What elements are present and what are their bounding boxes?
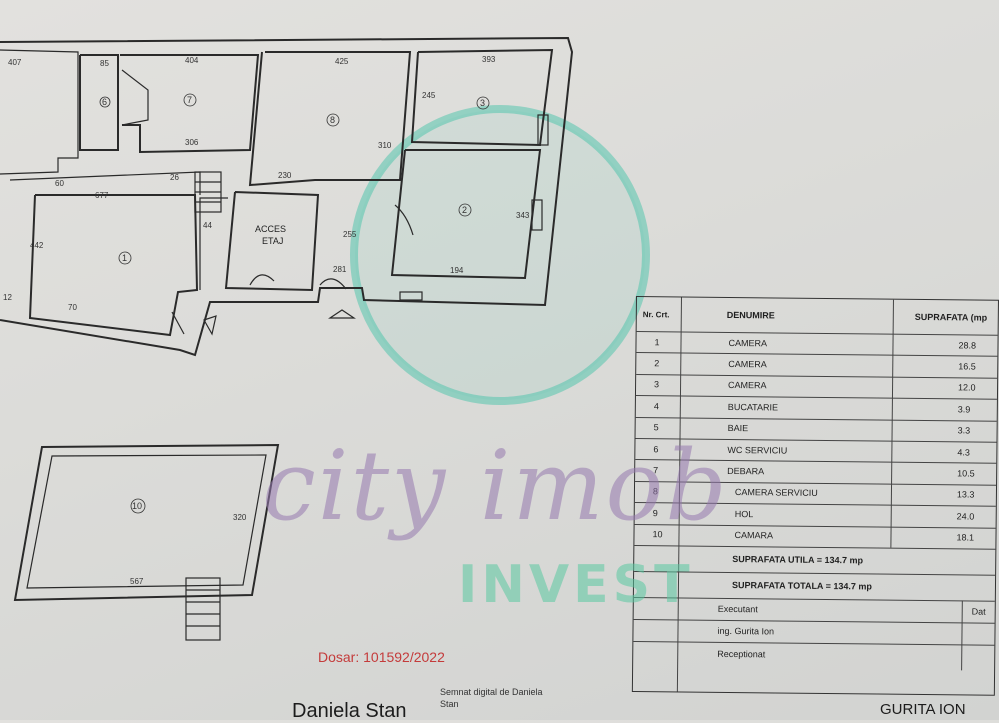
room-7-label: 7 (187, 95, 192, 105)
dim-393: 393 (482, 55, 496, 64)
dim-230: 230 (278, 171, 292, 180)
plan-walls (0, 36, 574, 641)
dim-12: 12 (3, 293, 12, 302)
dim-677: 677 (95, 191, 109, 200)
dim-306: 306 (185, 138, 199, 147)
watermark-circle (350, 105, 650, 405)
row-area: 3.9 (957, 404, 971, 415)
room-6-label: 6 (102, 97, 107, 107)
row-denumire: DEBARA (727, 466, 765, 477)
executant-label: Executant (717, 603, 758, 615)
dim-281: 281 (333, 265, 347, 274)
receptionat-row: Receptionat (633, 641, 994, 669)
data-col-label: Dat (971, 606, 986, 617)
room-10-label: 10 (132, 501, 142, 511)
row-area: 13.3 (956, 489, 975, 501)
signature-right-name: GURITA ION (880, 701, 966, 718)
row-area: 3.3 (957, 425, 971, 436)
row-denumire: CAMERA (728, 380, 767, 391)
row-denumire: CAMERA SERVICIU (734, 487, 818, 499)
signature-note: Semnat digital de Daniela Stan (440, 686, 580, 710)
dim-407: 407 (8, 58, 22, 67)
suprafata-totala: SUPRAFATA TOTALA = 134.7 mp (731, 580, 872, 592)
dim-404: 404 (185, 56, 199, 65)
row-denumire: CAMERA (728, 359, 767, 370)
dosar-number: Dosar: 101592/2022 (318, 649, 445, 665)
row-area: 16.5 (958, 361, 976, 372)
receptionat-label: Receptionat (717, 648, 766, 660)
signature-name: Daniela Stan (292, 700, 407, 722)
row-nr: 3 (654, 379, 660, 390)
row-denumire: BAIE (727, 423, 749, 434)
dim-255: 255 (343, 230, 357, 239)
signature-note-line2: Stan (440, 699, 459, 709)
dim-567: 567 (130, 577, 144, 586)
table-header-row: Nr. Crt. DENUMIRE SUPRAFATA (mp (636, 297, 998, 336)
header-denumire: DENUMIRE (726, 309, 775, 321)
dim-194: 194 (450, 266, 464, 275)
row-area: 12.0 (958, 382, 976, 394)
dim-425: 425 (335, 57, 349, 66)
acces-etaj-line1: ACCES (255, 224, 286, 234)
row-denumire: WC SERVICIU (727, 444, 788, 456)
row-nr: 1 (654, 336, 660, 347)
row-area: 18.1 (956, 532, 975, 543)
suprafata-utila: SUPRAFATA UTILA = 134.7 mp (732, 554, 864, 566)
room-labels: 1 2 3 6 7 8 10 ACCES ETAJ (99, 93, 490, 514)
room-8-label: 8 (330, 115, 335, 125)
row-nr: 4 (653, 401, 659, 412)
row-denumire: CAMARA (734, 530, 774, 541)
engineer-name: ing. Gurita Ion (717, 625, 775, 637)
dim-85: 85 (100, 59, 109, 68)
dim-26: 26 (170, 173, 179, 182)
row-area: 10.5 (957, 468, 975, 479)
dim-245: 245 (422, 91, 436, 100)
row-area: 24.0 (956, 511, 975, 522)
watermark-script: city imob (262, 430, 729, 542)
header-nr: Nr. Crt. (642, 309, 670, 319)
row-area: 4.3 (957, 447, 970, 458)
room-2-label: 2 (462, 205, 467, 215)
header-suprafata: SUPRAFATA (mp (914, 311, 988, 323)
row-denumire: CAMERA (728, 337, 768, 349)
dim-343: 343 (516, 211, 530, 220)
room-1-label: 1 (122, 253, 127, 263)
row-denumire: HOL (734, 508, 754, 520)
dim-60: 60 (55, 179, 64, 188)
dim-310: 310 (378, 141, 392, 150)
acces-etaj-line2: ETAJ (262, 236, 283, 246)
row-nr: 2 (654, 358, 660, 369)
watermark-invest: INVEST (458, 555, 694, 615)
dim-442: 442 (30, 241, 44, 250)
room-3-label: 3 (480, 98, 485, 108)
dim-320: 320 (233, 513, 247, 522)
dim-70: 70 (68, 303, 77, 312)
row-denumire: BUCATARIE (727, 401, 779, 413)
dim-44: 44 (203, 221, 212, 230)
row-area: 28.8 (958, 340, 977, 351)
signature-note-line1: Semnat digital de Daniela (440, 687, 543, 697)
dimension-labels: 407 85 404 425 393 306 230 255 281 194 6… (3, 55, 530, 586)
